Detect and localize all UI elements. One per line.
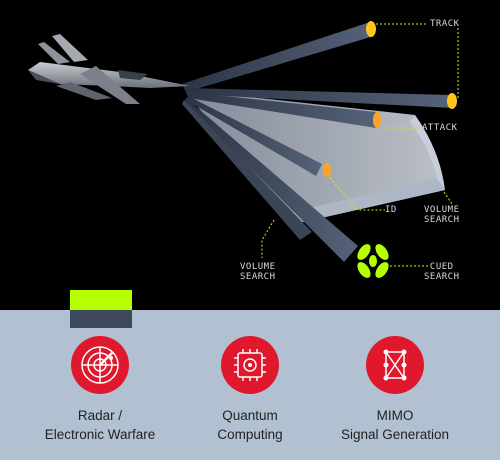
leader-lines bbox=[261, 23, 459, 267]
id-beam bbox=[186, 96, 322, 176]
beam-illustration bbox=[28, 21, 459, 278]
accent-bar-lime bbox=[70, 290, 132, 310]
label-track: TRACK bbox=[430, 19, 460, 29]
label-attack: ATTACK bbox=[422, 123, 458, 133]
label-cued-search: CUED SEARCH bbox=[424, 262, 460, 282]
label-id: ID bbox=[385, 205, 397, 215]
accent-bar-slate bbox=[70, 310, 132, 328]
feature-panel: Radar / Electronic Warfare Quantum Compu… bbox=[0, 310, 500, 460]
track-beam-right bbox=[186, 88, 452, 108]
feature-mimo[interactable]: MIMO Signal Generation bbox=[325, 336, 465, 444]
cued-search-beam bbox=[184, 98, 358, 262]
label-volume-search-bottom: VOLUME SEARCH bbox=[240, 262, 276, 282]
mimo-network-icon bbox=[366, 336, 424, 394]
track-beam-top bbox=[182, 22, 374, 92]
radar-beam-diagram: TRACK ATTACK ID VOLUME SEARCH VOLUME SEA… bbox=[28, 19, 460, 282]
feature-mimo-label: MIMO Signal Generation bbox=[340, 408, 450, 442]
feature-quantum-computing-label: Quantum Computing bbox=[217, 408, 283, 442]
attack-dot bbox=[373, 112, 381, 128]
attack-beam bbox=[186, 92, 376, 128]
track-dot-right bbox=[447, 93, 457, 109]
search-beam-lower bbox=[182, 100, 312, 240]
feature-radar-ew[interactable]: Radar / Electronic Warfare bbox=[30, 336, 170, 444]
fighter-jet bbox=[28, 34, 190, 104]
feature-radar-ew-label: Radar / Electronic Warfare bbox=[44, 408, 156, 442]
radar-icon bbox=[71, 336, 129, 394]
cued-search-lobes bbox=[357, 244, 389, 278]
track-dot-top bbox=[366, 21, 376, 37]
id-dot bbox=[323, 163, 331, 177]
feature-quantum-computing[interactable]: Quantum Computing bbox=[180, 336, 320, 444]
quantum-chip-icon bbox=[221, 336, 279, 394]
label-volume-search-right: VOLUME SEARCH bbox=[424, 205, 460, 225]
